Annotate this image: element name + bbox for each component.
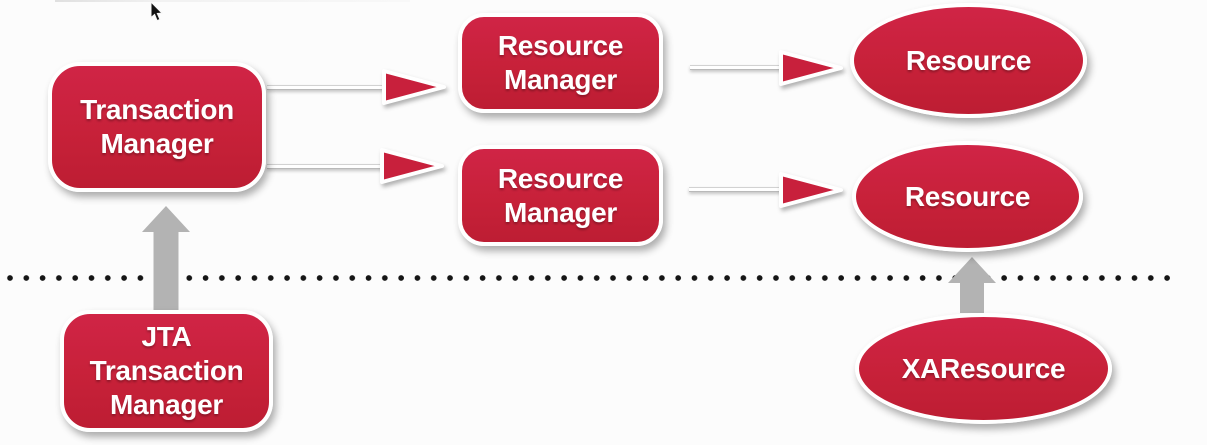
connector-tm-to-rm-bottom <box>267 164 383 169</box>
node-resource-manager-bottom: Resource Manager <box>458 145 663 246</box>
connector-rm-bottom-to-resource-bottom <box>689 187 782 192</box>
node-transaction-manager: Transaction Manager <box>48 62 266 192</box>
node-label: Manager <box>100 128 214 159</box>
node-resource-manager-top: Resource Manager <box>458 13 663 113</box>
triangle-right-icon <box>380 148 444 184</box>
node-resource-top: Resource <box>850 3 1087 118</box>
node-label: XAResource <box>901 352 1066 384</box>
node-label: Resource <box>905 44 1032 76</box>
node-label: Manager <box>109 389 224 420</box>
triangle-right-icon <box>779 50 843 86</box>
triangle-right-icon <box>779 172 843 208</box>
mouse-cursor-icon <box>150 2 164 22</box>
node-label: Manager <box>503 196 618 228</box>
triangle-right-icon <box>382 69 446 105</box>
up-arrow-icon <box>948 257 996 313</box>
node-label: Manager <box>503 64 618 95</box>
separator-dotted-line <box>2 272 1178 284</box>
top-edge-artifact <box>55 0 410 2</box>
node-label: Transaction <box>80 94 234 125</box>
node-label: Resource <box>497 30 624 61</box>
node-label: Transaction <box>89 355 244 386</box>
connector-tm-to-rm-top <box>267 85 385 90</box>
node-resource-bottom: Resource <box>852 141 1083 252</box>
connector-rm-top-to-resource-top <box>690 65 782 70</box>
node-xa-resource: XAResource <box>855 313 1112 424</box>
node-jta-transaction-manager: JTA Transaction Manager <box>60 310 273 432</box>
node-label: JTA <box>141 321 192 352</box>
node-label: Resource <box>904 180 1031 212</box>
up-arrow-icon <box>142 206 190 311</box>
node-label: Resource <box>497 162 624 194</box>
